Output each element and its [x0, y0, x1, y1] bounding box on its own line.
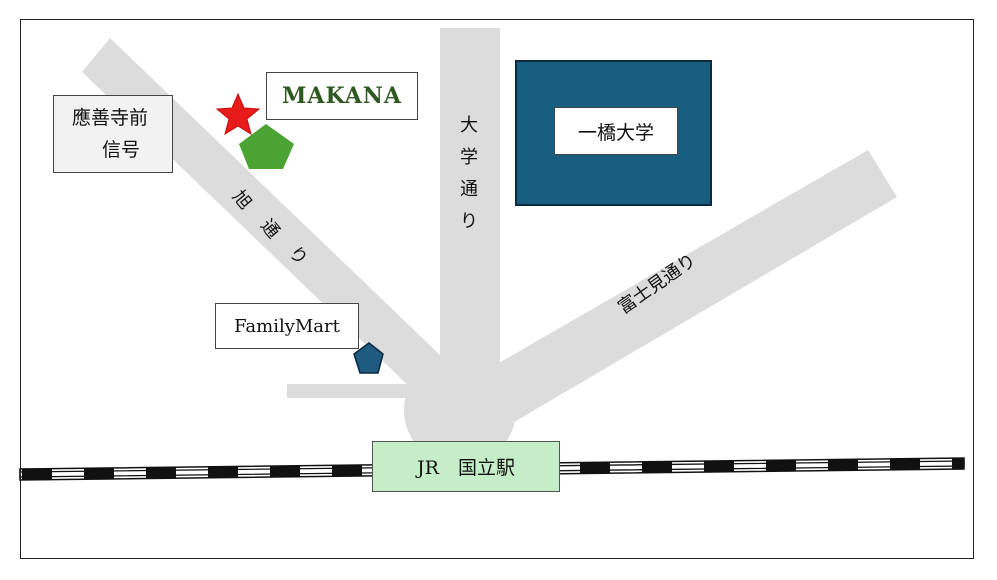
makana-label[interactable]: MAKANA: [266, 72, 418, 120]
railway-track: [19, 457, 965, 481]
railway-tie: [84, 467, 114, 480]
railway-tie: [642, 461, 672, 473]
daigaku-dori-label: 大 学 通 り: [458, 110, 480, 238]
asahi-dori-road: [82, 38, 466, 414]
asahi-dori-char: 通: [256, 215, 284, 243]
signal-label-line1: 應善寺前: [72, 107, 149, 129]
kunitachi-station-label[interactable]: JR 国立駅: [372, 441, 560, 492]
railway-tie: [890, 458, 920, 470]
familymart-pentagon-icon[interactable]: [353, 342, 384, 374]
asahi-dori-label: 旭 通 り: [228, 180, 322, 269]
daigaku-dori-char: 大: [460, 115, 478, 136]
asahi-dori-char: 旭: [228, 186, 256, 214]
railway-tie: [270, 465, 300, 478]
fujimi-dori-road: [478, 150, 897, 428]
signal-label-line2: 信号: [102, 139, 141, 161]
railway-tie: [146, 467, 176, 479]
railway-tie: [332, 465, 362, 477]
daigaku-dori-char: り: [460, 211, 478, 232]
railway-tie: [704, 460, 734, 473]
railway-tie: [766, 459, 796, 472]
makana-pentagon-icon[interactable]: [239, 124, 294, 169]
station-roundabout: [404, 354, 516, 466]
railway-tie: [828, 459, 858, 471]
railway-tie: [580, 462, 610, 474]
daigaku-dori-char: 学: [460, 147, 478, 168]
familymart-label[interactable]: FamilyMart: [215, 303, 359, 349]
hitotsubashi-university-label: 一橋大学: [554, 107, 678, 155]
daigaku-dori-char: 通: [460, 179, 478, 200]
daigaku-dori-road: [440, 28, 500, 413]
railway-tie: [22, 468, 52, 480]
railway-tie: [208, 466, 238, 478]
railway-tie: [952, 458, 964, 470]
makana-star-icon[interactable]: [215, 92, 261, 136]
ozenji-mae-signal-label: 應善寺前 信号: [53, 95, 173, 173]
